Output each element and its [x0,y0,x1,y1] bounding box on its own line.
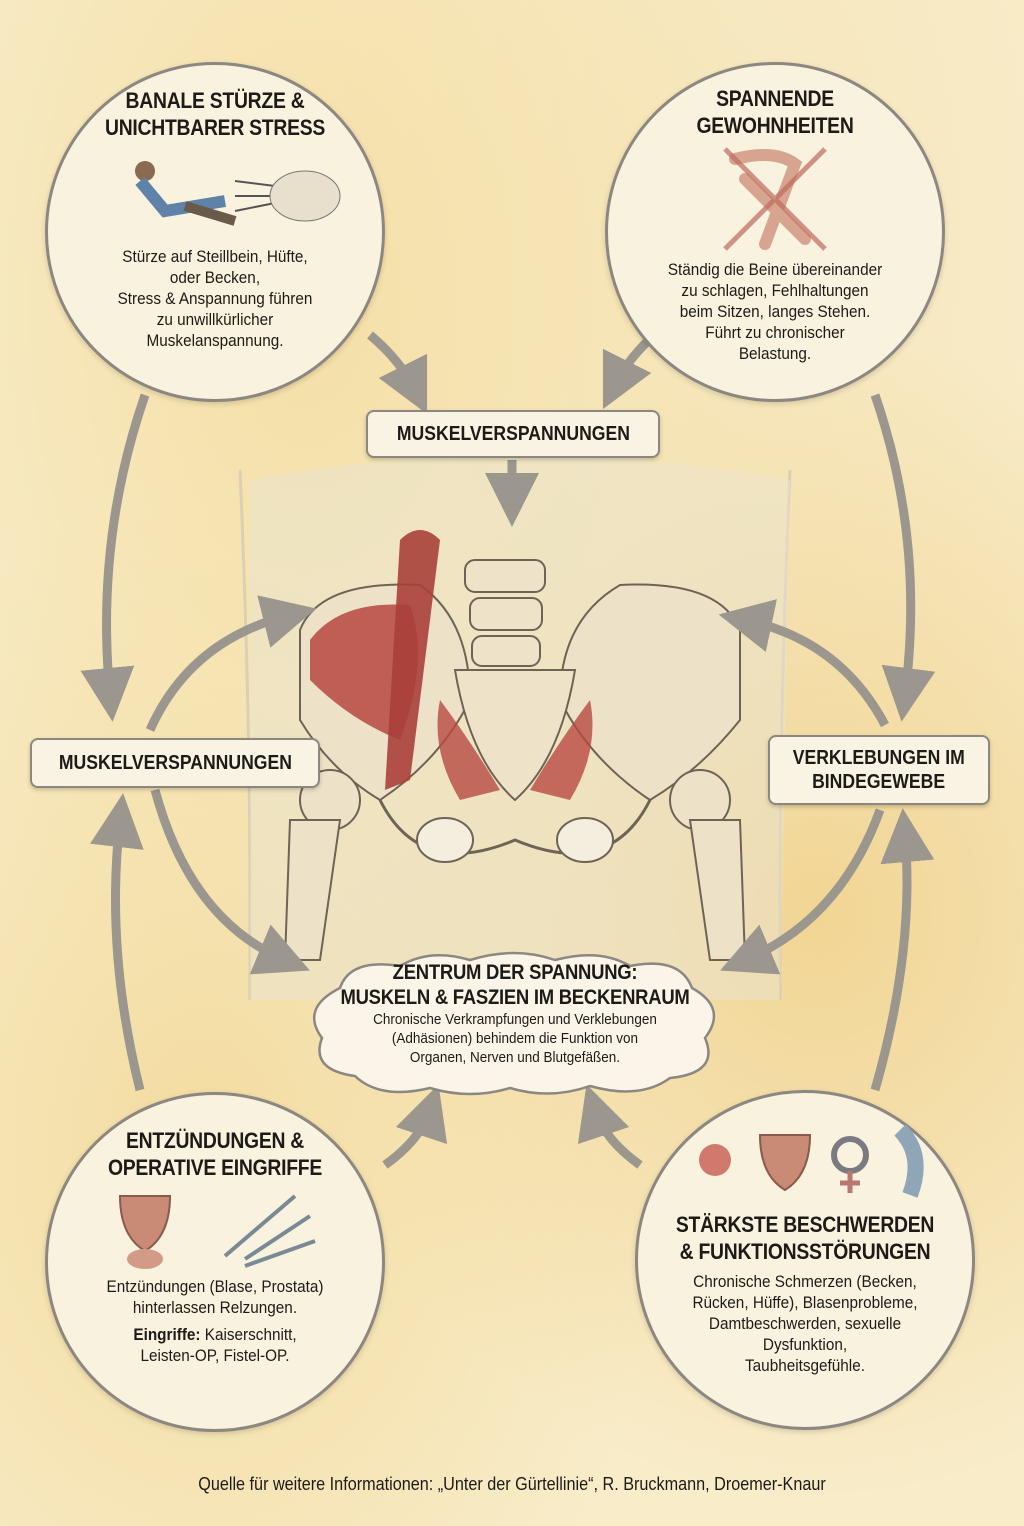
center-tension-cloud: ZENTRUM DER SPANNUNG: MUSKELN & FASZIEN … [300,948,730,1098]
crossed-legs-icon [723,147,827,251]
cloud-text: Organen, Nerven und Blutgefäßen. [409,1049,621,1066]
circle-title: & FUNKTIONSSTÖRUNGEN [679,1239,931,1264]
habits-circle: SPANNENDE GEWOHNHEITEN Ständig die Beine… [605,62,945,402]
circle-text: Leisten-OP, Fistel-OP. [140,1346,290,1365]
circle-text: Stürze auf Steillbein, Hüfte, [122,247,308,266]
source-footer: Quelle für weitere Informationen: „Unter… [198,1474,826,1494]
circle-title: SPANNENDE [716,86,834,111]
cloud-title: ZENTRUM DER SPANNUNG: [392,961,638,984]
box-label: MUSKELVERSPANNUNGEN [58,752,292,774]
circle-text: Belastung. [738,344,812,363]
circle-title: OPERATIVE EINGRIFFE [107,1155,323,1180]
psoas-muscle [385,530,440,790]
cloud-title: MUSKELN & FASZIEN IM BECKENRAUM [340,986,690,1009]
circle-title: BANALE STÜRZE & [125,88,305,113]
circle-text: Eingriffe: Kaiserschnitt, [65,1324,366,1345]
inflammation-surgery-circle: ENTZÜNDUNGEN & OPERATIVE EINGRIFFE Entzü… [45,1092,385,1432]
circle-text: zu schlagen, Fehlhaltungen [681,281,869,300]
bold-label: Eingriffe: [133,1325,201,1344]
box-label: BINDEGEWEBE [812,771,946,793]
circle-text: Muskelanspannung. [146,331,284,350]
circle-text: beim Sitzen, langes Stehen. [679,302,871,321]
circle-text: Entzündungen (Blase, Prostata) [106,1277,324,1296]
circle-text: Damtbeschwerden, sexuelle [708,1314,902,1333]
bladder-instruments-icon [118,1194,316,1269]
circle-title: UNICHTBARER STRESS [104,115,326,140]
cloud-text: Chronische Verkrampfungen und Verklebung… [373,1011,657,1028]
symptoms-circle: STÄRKSTE BESCHWERDEN & FUNKTIONSSTÖRUNGE… [635,1090,975,1430]
circle-text: Taubheitsgefühle. [745,1356,865,1375]
circle-text: Dysfunktion, [762,1335,848,1354]
circle-text: Führt zu chronischer [705,323,845,342]
circle-title: STÄRKSTE BESCHWERDEN [675,1212,935,1237]
circle-text: Ständig die Beine übereinander [667,260,883,279]
muscle-tension-box-top: MUSKELVERSPANNUNGEN [366,410,660,458]
box-label: VERKLEBUNGEN IM [792,747,966,769]
falling-person-pelvis-icon [135,161,341,226]
circle-title: ENTZÜNDUNGEN & [125,1128,305,1153]
muscle-tension-box-left: MUSKELVERSPANNUNGEN [30,738,320,788]
circle-text: oder Becken, [169,268,261,287]
circle-title: GEWOHNHEITEN [696,113,854,138]
circle-text: Rücken, Hüffe), Blasenprobleme, [692,1293,918,1312]
symptom-icons [699,1124,924,1198]
text-span: Kaiserschnitt, [200,1325,297,1344]
circle-text: Chronische Schmerzen (Becken, [693,1272,917,1291]
cloud-text: (Adhäsionen) behindem die Funktion von [391,1030,639,1047]
causes-falls-stress-circle: BANALE STÜRZE & UNICHTBARER STRESS Stürz… [45,62,385,402]
cloud-shape [312,951,716,1096]
flow-arrows [80,326,936,1169]
box-label: MUSKELVERSPANNUNGEN [396,423,630,445]
circle-text: Stress & Anspannung führen [117,289,313,308]
circle-text: zu unwillkürlicher [156,310,274,329]
circle-text: hinterlassen Relzungen. [132,1298,298,1317]
